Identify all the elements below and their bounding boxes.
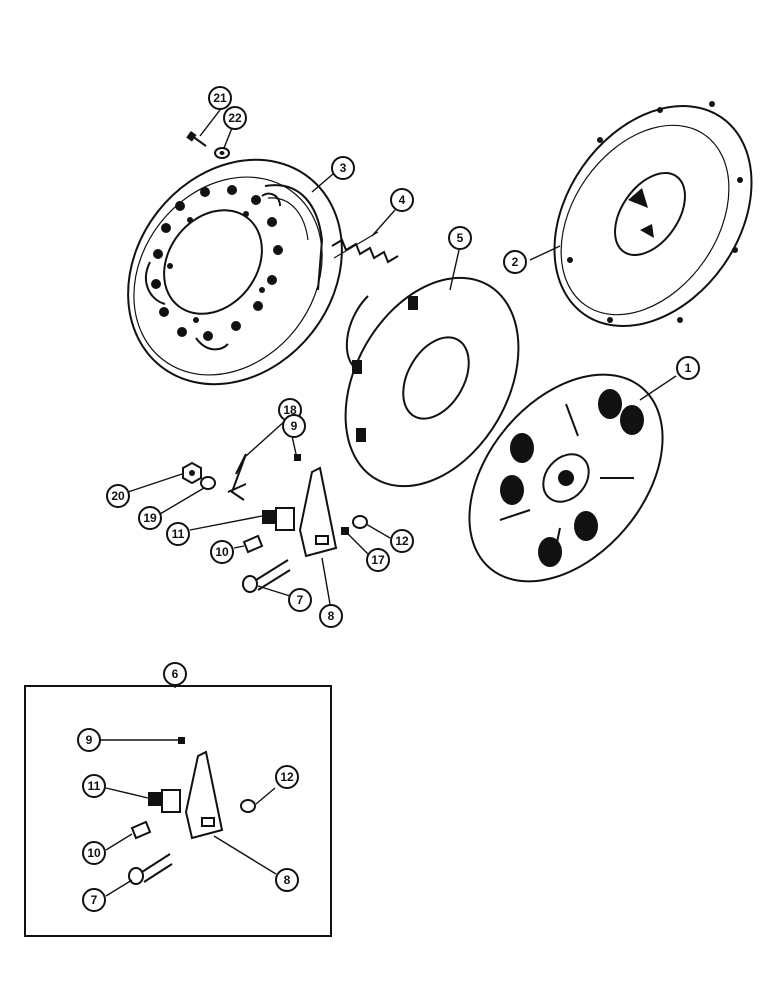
callout-1: 1 bbox=[676, 356, 700, 380]
callout-4: 4 bbox=[390, 188, 414, 212]
washer-12 bbox=[352, 515, 368, 529]
svg-text:3: 3 bbox=[340, 161, 347, 175]
callout-11: 11 bbox=[166, 522, 190, 546]
svg-text:8: 8 bbox=[328, 609, 335, 623]
callout-9: 9 bbox=[282, 414, 306, 438]
callout-3: 3 bbox=[331, 156, 355, 180]
svg-text:2: 2 bbox=[512, 255, 519, 269]
detail-screw-9 bbox=[178, 737, 185, 744]
clutch-disc-1 bbox=[468, 373, 664, 583]
svg-text:9: 9 bbox=[291, 419, 298, 433]
detail-callout-10: 10 bbox=[82, 841, 106, 865]
nut-17 bbox=[341, 527, 349, 535]
detail-callout-11: 11 bbox=[82, 774, 106, 798]
svg-text:5: 5 bbox=[457, 231, 464, 245]
washer-19 bbox=[200, 476, 216, 490]
svg-text:20: 20 bbox=[111, 489, 125, 503]
svg-text:10: 10 bbox=[87, 846, 101, 860]
detail-callout-7: 7 bbox=[82, 888, 106, 912]
svg-text:11: 11 bbox=[172, 527, 185, 541]
nut-20 bbox=[182, 461, 202, 485]
detail-washer-12 bbox=[240, 799, 256, 813]
spring-4 bbox=[331, 231, 399, 264]
detail-pin-10 bbox=[130, 820, 152, 840]
detail-callout-8: 8 bbox=[275, 868, 299, 892]
detail-eye-bolt-11 bbox=[148, 789, 181, 813]
detail-callout-12: 12 bbox=[275, 765, 299, 789]
callout-12: 12 bbox=[390, 529, 414, 553]
spring-clip-18 bbox=[227, 453, 247, 501]
svg-text:17: 17 bbox=[371, 553, 385, 567]
svg-text:21: 21 bbox=[213, 91, 227, 105]
svg-text:10: 10 bbox=[215, 545, 229, 559]
svg-text:7: 7 bbox=[91, 893, 98, 907]
detail-callout-9: 9 bbox=[77, 728, 101, 752]
callout-6: 6 bbox=[163, 662, 187, 686]
callout-21: 21 bbox=[208, 86, 232, 110]
pin-10 bbox=[242, 534, 264, 554]
svg-text:12: 12 bbox=[395, 534, 409, 548]
callout-19: 19 bbox=[138, 506, 162, 530]
callout-8: 8 bbox=[319, 604, 343, 628]
callout-7: 7 bbox=[288, 588, 312, 612]
callout-10: 10 bbox=[210, 540, 234, 564]
bolt-7 bbox=[242, 559, 291, 593]
svg-text:7: 7 bbox=[297, 593, 304, 607]
svg-text:8: 8 bbox=[284, 873, 291, 887]
washer-22 bbox=[214, 147, 230, 159]
svg-text:1: 1 bbox=[685, 361, 692, 375]
svg-text:18: 18 bbox=[283, 403, 297, 417]
callout-17: 17 bbox=[366, 548, 390, 572]
detail-box-6 bbox=[24, 685, 332, 937]
pressure-plate-cover-3 bbox=[127, 158, 343, 386]
callout-2: 2 bbox=[503, 250, 527, 274]
lever-8 bbox=[298, 466, 338, 558]
svg-text:19: 19 bbox=[143, 511, 157, 525]
callout-5: 5 bbox=[448, 226, 472, 250]
svg-text:4: 4 bbox=[399, 193, 406, 207]
callout-22: 22 bbox=[223, 106, 247, 130]
bolt-21 bbox=[186, 131, 207, 147]
callout-20: 20 bbox=[106, 484, 130, 508]
svg-text:11: 11 bbox=[88, 779, 101, 793]
leader-lines bbox=[100, 109, 677, 897]
detail-lever-8 bbox=[184, 750, 224, 840]
pressure-plate-5 bbox=[344, 276, 520, 488]
svg-text:12: 12 bbox=[280, 770, 294, 784]
svg-text:22: 22 bbox=[228, 111, 242, 125]
eye-bolt-11 bbox=[262, 507, 295, 531]
screw-9 bbox=[294, 454, 301, 461]
clutch-cover-2 bbox=[553, 101, 753, 327]
svg-text:6: 6 bbox=[172, 667, 179, 681]
svg-text:9: 9 bbox=[86, 733, 93, 747]
detail-bolt-7 bbox=[128, 853, 173, 885]
